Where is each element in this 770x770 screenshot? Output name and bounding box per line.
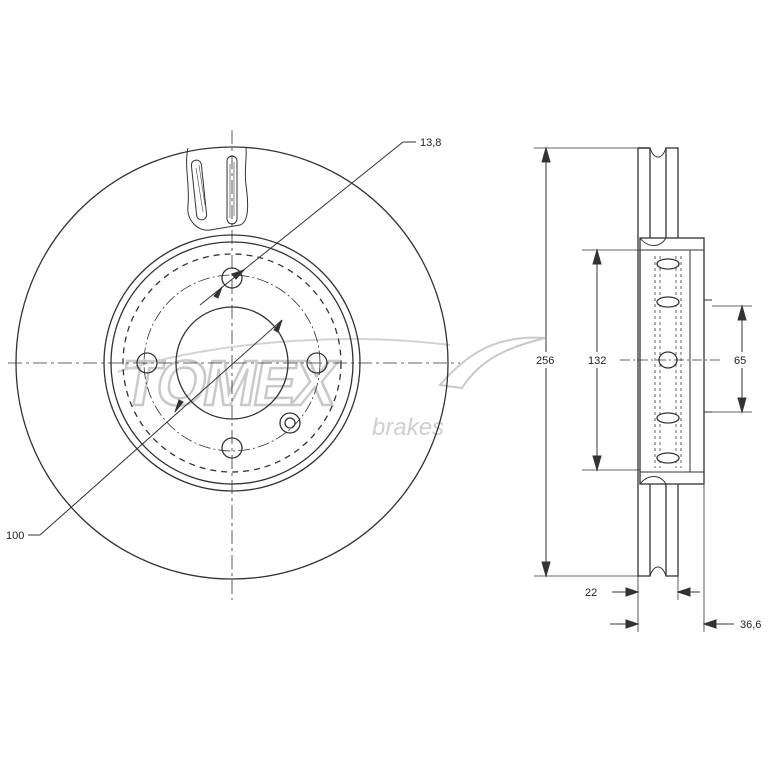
pcd-dimension-leader xyxy=(28,319,283,536)
watermark-swoosh-lower xyxy=(117,338,451,373)
watermark-brand: TOMEX xyxy=(116,347,343,418)
front-view: 13,8 100 xyxy=(6,130,460,600)
vent-slot-right xyxy=(226,155,238,225)
vent-cutaway xyxy=(186,147,249,231)
outer-diameter-label-bg xyxy=(530,352,562,368)
thickness-dimension xyxy=(612,587,700,597)
watermark-tagline: brakes xyxy=(372,414,444,441)
center-bore-label: 65 xyxy=(734,355,746,367)
center-bore xyxy=(175,306,289,420)
plate-chamfer-top xyxy=(649,147,667,158)
bolt-hole-bottom xyxy=(221,437,243,459)
bolt-hole-right xyxy=(306,352,328,374)
bolt-holes xyxy=(136,267,328,459)
hub-hatching xyxy=(654,256,682,468)
side-view: 256 132 65 22 xyxy=(530,146,761,632)
bolt-hole-dimension-leader xyxy=(199,141,416,306)
outer-diameter-label: 256 xyxy=(536,355,554,367)
disc-outer-edge xyxy=(15,146,449,580)
watermark: TOMEX brakes xyxy=(115,336,546,441)
vent-slot-left xyxy=(190,159,208,221)
extension-lines xyxy=(534,147,752,632)
total-height-label: 36,6 xyxy=(740,619,761,631)
hub-ring-2 xyxy=(110,241,354,485)
watermark-swoosh xyxy=(438,336,546,390)
thickness-label: 22 xyxy=(585,587,597,599)
bolt-hole-left xyxy=(136,352,158,374)
hub-diameter-label: 132 xyxy=(588,355,606,367)
plate-chamfer-bottom xyxy=(649,566,667,577)
pcd-circle xyxy=(143,274,321,452)
locating-screw-hole xyxy=(279,412,301,434)
hub-ring-3 xyxy=(122,253,342,473)
total-height-dimension xyxy=(610,619,734,629)
hub-outer-ring xyxy=(103,234,361,492)
bolt-hole-top xyxy=(221,267,243,289)
pcd-dimension-label: 100 xyxy=(6,530,24,542)
bolt-hole-dimension-label: 13,8 xyxy=(420,137,441,149)
hub-diameter-label-bg xyxy=(582,352,612,368)
center-bore-label-bg xyxy=(728,352,756,368)
